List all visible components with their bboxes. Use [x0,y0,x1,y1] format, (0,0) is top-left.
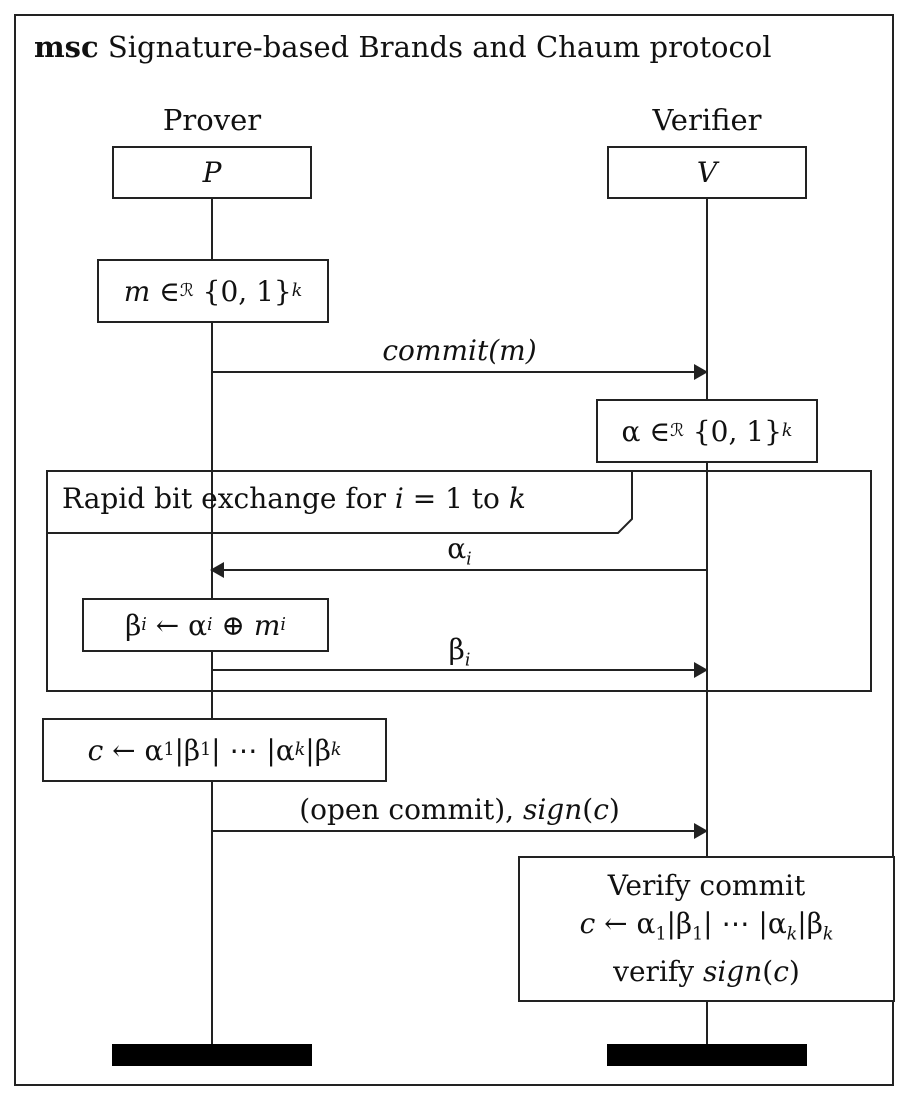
verify-line-1: Verify commit [607,868,806,902]
verifier-end-bar [607,1044,807,1066]
verifier-instance-box: V [607,146,807,199]
verify-line-2: c ← α1|β1| ⋯ |αk|βk [579,906,834,945]
verifier-lifeline [706,199,708,1045]
prover-label: Prover [162,103,262,137]
prover-action-pick-m: m ∈ℛ {0, 1}k [97,259,329,323]
message-alpha-i-arrow [210,562,706,578]
message-beta-i-arrow [212,662,708,678]
verifier-label: Verifier [652,103,762,137]
verifier-action-verify: Verify commit c ← α1|β1| ⋯ |αk|βk verify… [518,856,895,1002]
message-commit-arrow [212,364,708,380]
prover-instance-box: P [112,146,312,199]
arrowhead [694,823,708,839]
arrowhead [694,364,708,380]
loop-fragment-label: Rapid bit exchange for i = 1 to k [46,470,633,534]
loop-label-tab [46,470,633,534]
diagram-frame [14,14,894,1086]
title-text: Signature-based Brands and Chaum protoco… [107,30,772,64]
verifier-action-pick-alpha: α ∈ℛ {0, 1}k [596,399,818,463]
arrowhead [694,662,708,678]
loop-fragment [46,470,872,692]
message-alpha-i-label: αi [447,532,472,570]
title-keyword: msc [34,30,99,64]
verify-line-3: verify sign(c) [613,955,800,989]
message-open-sign-arrow [212,823,708,839]
arrowhead [210,562,224,578]
message-commit-label: commit(m) [382,334,537,367]
prover-end-bar [112,1044,312,1066]
loop-label-text: Rapid bit exchange for i = 1 to k [62,482,526,515]
message-beta-i-label: βi [448,633,471,671]
diagram-title: msc Signature-based Brands and Chaum pro… [34,30,771,64]
message-open-sign-label: (open commit), sign(c) [299,793,620,826]
